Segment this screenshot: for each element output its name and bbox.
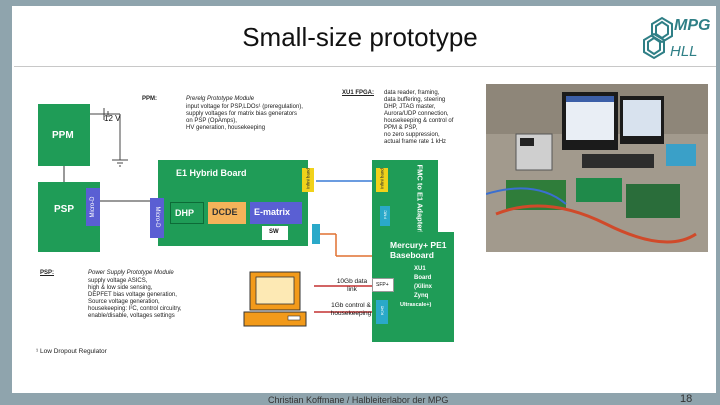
psp-note-title: Power Supply Prototype Module (88, 270, 174, 276)
mercury-label: Mercury+ PE1 Baseboard (390, 240, 447, 260)
micro-d-connector-e1: Micro-D (150, 198, 164, 238)
xu1-line: Zynq (414, 293, 429, 299)
ppm-note-line: input voltage for PSP,LDOs¹ (preregulati… (186, 104, 303, 110)
link-10gb-label: 10Gb data link (336, 278, 368, 293)
page-number: 18 (680, 393, 693, 405)
fmc-small-label: FMC (382, 210, 388, 219)
infiniband-label: Infini band (379, 168, 385, 189)
prototype-photo (486, 84, 708, 252)
footnote: ¹ Low Dropout Regulator (36, 348, 107, 355)
xu1-line: Ultrascale+) (400, 302, 432, 308)
slide-title: Small-size prototype (242, 22, 478, 52)
psp-note: PSP: Power Supply Prototype Module suppl… (36, 268, 232, 334)
frame-right-bar (716, 0, 720, 405)
dhp-chip: DHP (170, 202, 204, 224)
micro-d-label: Micro-D (90, 196, 96, 218)
e1-side-connector (312, 224, 320, 244)
rj45-connector: RJ45 (376, 300, 388, 324)
fpga-note: XU1 FPGA: data reader, framing, data buf… (338, 88, 468, 158)
infiniband-connector-e1: Infini band (302, 168, 314, 192)
fmc-connector-small: FMC (380, 206, 390, 226)
ppm-note-title: Prerelg Prototype Module (186, 96, 255, 102)
xu1-line: Board (414, 275, 432, 281)
fpga-note-line: no zero suppression, (384, 132, 440, 138)
xu1-line: XU1 (414, 266, 426, 272)
fpga-note-line: data reader, framing, (384, 90, 440, 96)
ematrix-chip: E-matrix (250, 202, 302, 224)
prototype-photo-drawing (486, 84, 708, 252)
ppm-note-line: supply voltages for matrix bias generato… (186, 111, 298, 117)
logo-mpg-text: MPG (674, 17, 710, 34)
dcde-chip: DCDE (208, 202, 246, 224)
frame-top-bar (0, 0, 720, 6)
rj45-label: RJ45 (379, 305, 385, 316)
psp-note-line: enable/disable, voltages settings (88, 313, 175, 319)
fpga-note-line: actual frame rate 1 kHz (384, 139, 447, 145)
link-1gb-label: 1Gb control & housekeeping (330, 302, 372, 317)
fmc-adapter-label: FMC to E1 Adapterboard (415, 164, 425, 253)
fpga-note-line: housekeeping & control of (384, 118, 454, 124)
ematrix-label: E-matrix (254, 207, 291, 217)
micro-d-connector-psp: Micro-D (86, 188, 100, 226)
psp-note-line: supply voltage ASICS, (88, 278, 148, 284)
fpga-note-label: XU1 FPGA: (342, 90, 375, 96)
sw-label: SW (269, 229, 279, 235)
infiniband-connector-fmc: Infini band (376, 168, 388, 192)
fpga-note-line: PPM & PSP, (384, 125, 418, 131)
xu1-line: (Xilinx (414, 284, 433, 290)
logo-hll-text: HLL (670, 43, 698, 60)
fpga-note-line: Aurora/UDP connection, (384, 111, 449, 117)
psp-note-line: DEPFET bias voltage generation, (88, 292, 177, 298)
mpg-hll-logo: MPG HLL (643, 16, 710, 60)
voltage-label: 12 V (104, 114, 121, 123)
fpga-note-line: data buffering, steering (384, 97, 446, 103)
psp-note-line: Source voltage generation, (88, 299, 160, 305)
ppm-note: PPM: Prerelg Prototype Module input volt… (140, 94, 340, 140)
ppm-note-line: HV generation, housekeeping (186, 125, 266, 131)
frame-bottom-bar (0, 393, 720, 405)
sw-chip: SW (262, 226, 288, 240)
ppm-note-line: on PSP (OpAmps), (186, 118, 237, 124)
psp-label: PSP (54, 204, 75, 215)
micro-d-label: Micro-D (154, 206, 160, 228)
ppm-label: PPM (52, 130, 74, 141)
psp-note-label: PSP: (40, 270, 55, 276)
footer-text: Christian Koffmane / Halbleiterlabor der… (268, 395, 449, 405)
sfp-connector: SFP+ (372, 278, 394, 292)
xu1-board: XU1 Board (Xilinx Zynq Ultrascale+) (396, 262, 450, 338)
infiniband-label: Infini band (305, 168, 311, 189)
computer-icon (243, 271, 307, 327)
frame-left-bar (0, 0, 12, 405)
title-divider (14, 66, 716, 67)
sfp-label: SFP+ (376, 282, 389, 288)
psp-note-line: housekeeping: I²C, control circuitry, (88, 306, 182, 312)
system-diagram (63, 108, 376, 327)
dhp-label: DHP (175, 208, 195, 218)
ppm-box: PPM (38, 104, 90, 166)
psp-note-line: high & low side sensing, (88, 285, 153, 291)
ppm-note-label: PPM: (142, 96, 157, 102)
e1-board-label: E1 Hybrid Board (176, 168, 247, 178)
fpga-note-line: DHP, JTAG master, (384, 104, 436, 110)
dcde-label: DCDE (212, 207, 238, 217)
